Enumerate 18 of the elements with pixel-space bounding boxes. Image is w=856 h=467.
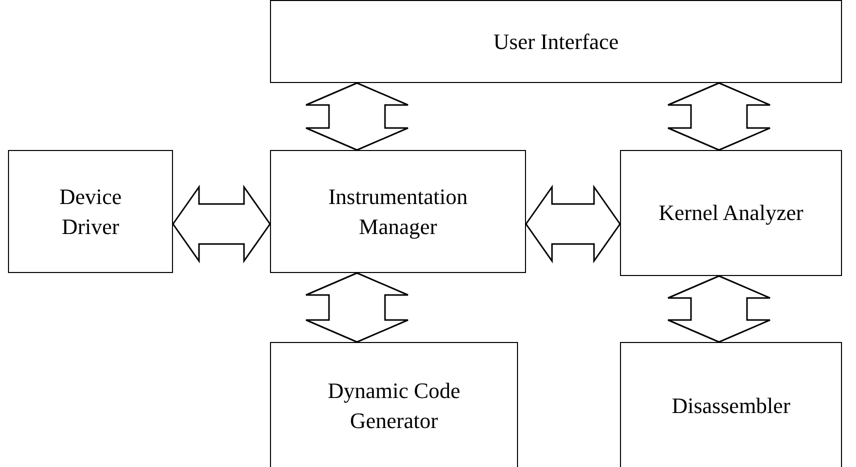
double-block-arrow [305,82,409,151]
component-box [620,342,842,467]
component-box [620,150,842,276]
box-label: Disassembler [672,392,790,420]
component-box [8,150,173,273]
component-box [270,0,842,83]
double-block-arrow [667,275,771,343]
double-block-arrow [305,272,409,343]
box-label: Device Driver [58,182,123,240]
component-box [270,150,526,273]
box-label: Instrumentation Manager [327,182,469,241]
double-block-arrow [667,82,771,151]
double-block-arrow [172,184,271,264]
box-label: User Interface [493,28,619,56]
double-block-arrow [525,184,621,264]
component-box [270,342,518,467]
box-label: Dynamic Code Generator [326,377,462,435]
box-label: Kernel Analyzer [658,199,804,227]
